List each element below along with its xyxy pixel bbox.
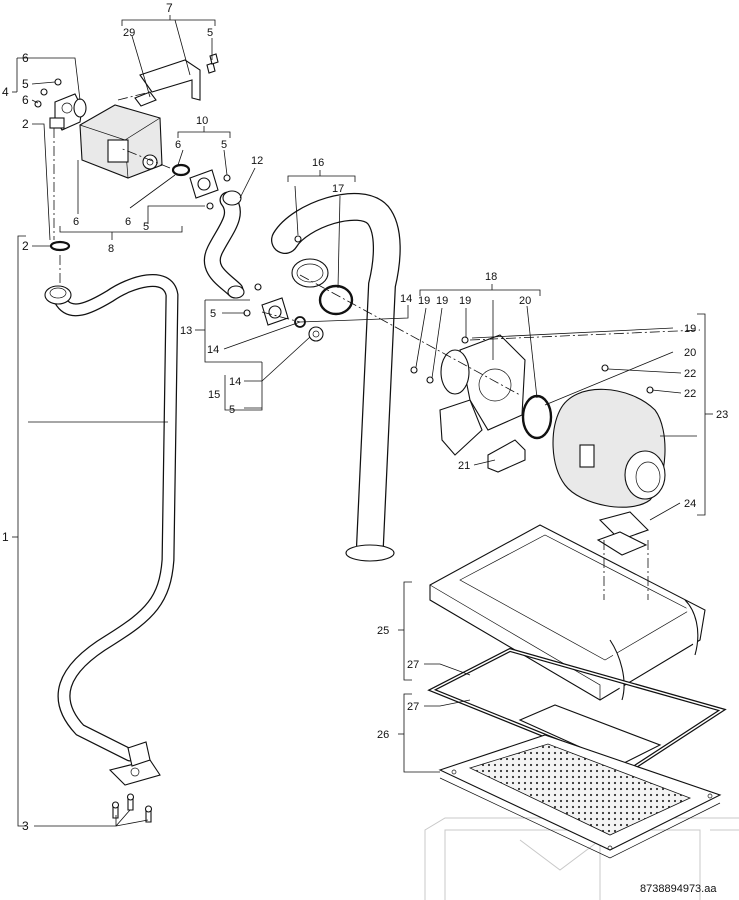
callout-7: 7 xyxy=(166,1,173,15)
callout-5: 5 xyxy=(143,221,149,233)
callout-27: 27 xyxy=(407,659,419,671)
callout-2: 2 xyxy=(22,117,29,131)
callout-24: 24 xyxy=(684,498,696,510)
callout-6: 6 xyxy=(22,93,29,107)
valve-seals xyxy=(49,163,191,252)
callout-10: 10 xyxy=(196,115,208,127)
callout-3: 3 xyxy=(22,819,29,833)
callout-25: 25 xyxy=(377,625,389,637)
callout-8: 8 xyxy=(108,243,114,255)
callout-5: 5 xyxy=(210,308,216,320)
callout-21: 21 xyxy=(458,460,470,472)
pipe-flange-screws xyxy=(111,793,153,823)
air-hose xyxy=(204,190,245,299)
air-duct xyxy=(271,192,401,562)
callout-14: 14 xyxy=(229,376,241,388)
callout-19: 19 xyxy=(459,295,471,307)
callout-14: 14 xyxy=(207,344,219,356)
nozzle-flange xyxy=(243,283,324,342)
gas-pipe xyxy=(44,274,179,786)
callout-19: 19 xyxy=(436,295,448,307)
callout-16: 16 xyxy=(312,157,324,169)
callout-19: 19 xyxy=(418,295,430,307)
callout-1: 1 xyxy=(2,530,9,544)
callout-6: 6 xyxy=(22,51,29,65)
callout-labels: 7 29 5 6 4 5 6 2 2 10 6 5 6 6 5 8 12 16 … xyxy=(2,1,728,895)
assembly-axis-lines xyxy=(53,91,701,600)
leader-lines xyxy=(12,15,713,827)
callout-14: 14 xyxy=(400,293,412,305)
callout-18: 18 xyxy=(485,271,497,283)
retaining-clip xyxy=(487,439,526,473)
gas-valve xyxy=(49,93,163,179)
callout-13: 13 xyxy=(180,325,192,337)
burner-plate xyxy=(438,704,722,859)
callout-19: 19 xyxy=(684,323,696,335)
callout-12: 12 xyxy=(251,155,263,167)
callout-27: 27 xyxy=(407,701,419,713)
callout-6: 6 xyxy=(175,139,181,151)
callout-5: 5 xyxy=(22,77,29,91)
callout-23: 23 xyxy=(716,409,728,421)
venturi-mixer xyxy=(410,334,553,456)
callout-20: 20 xyxy=(519,295,531,307)
callout-6: 6 xyxy=(125,216,131,228)
burner-fan xyxy=(552,364,666,611)
gas-flange xyxy=(189,169,219,199)
callout-26: 26 xyxy=(377,729,389,741)
callout-2: 2 xyxy=(22,239,29,253)
callout-5: 5 xyxy=(229,404,235,416)
callout-5: 5 xyxy=(207,27,213,39)
callout-29: 29 xyxy=(123,27,135,39)
callout-20: 20 xyxy=(684,347,696,359)
callout-6: 6 xyxy=(73,216,79,228)
callout-17: 17 xyxy=(332,183,344,195)
callout-22: 22 xyxy=(684,368,696,380)
drawing-number: 8738894973.aa xyxy=(640,883,717,895)
callout-5: 5 xyxy=(221,139,227,151)
valve-bracket xyxy=(134,53,219,107)
burner-hood xyxy=(429,524,706,701)
callout-4: 4 xyxy=(2,85,9,99)
callout-22: 22 xyxy=(684,388,696,400)
callout-15: 15 xyxy=(208,389,220,401)
